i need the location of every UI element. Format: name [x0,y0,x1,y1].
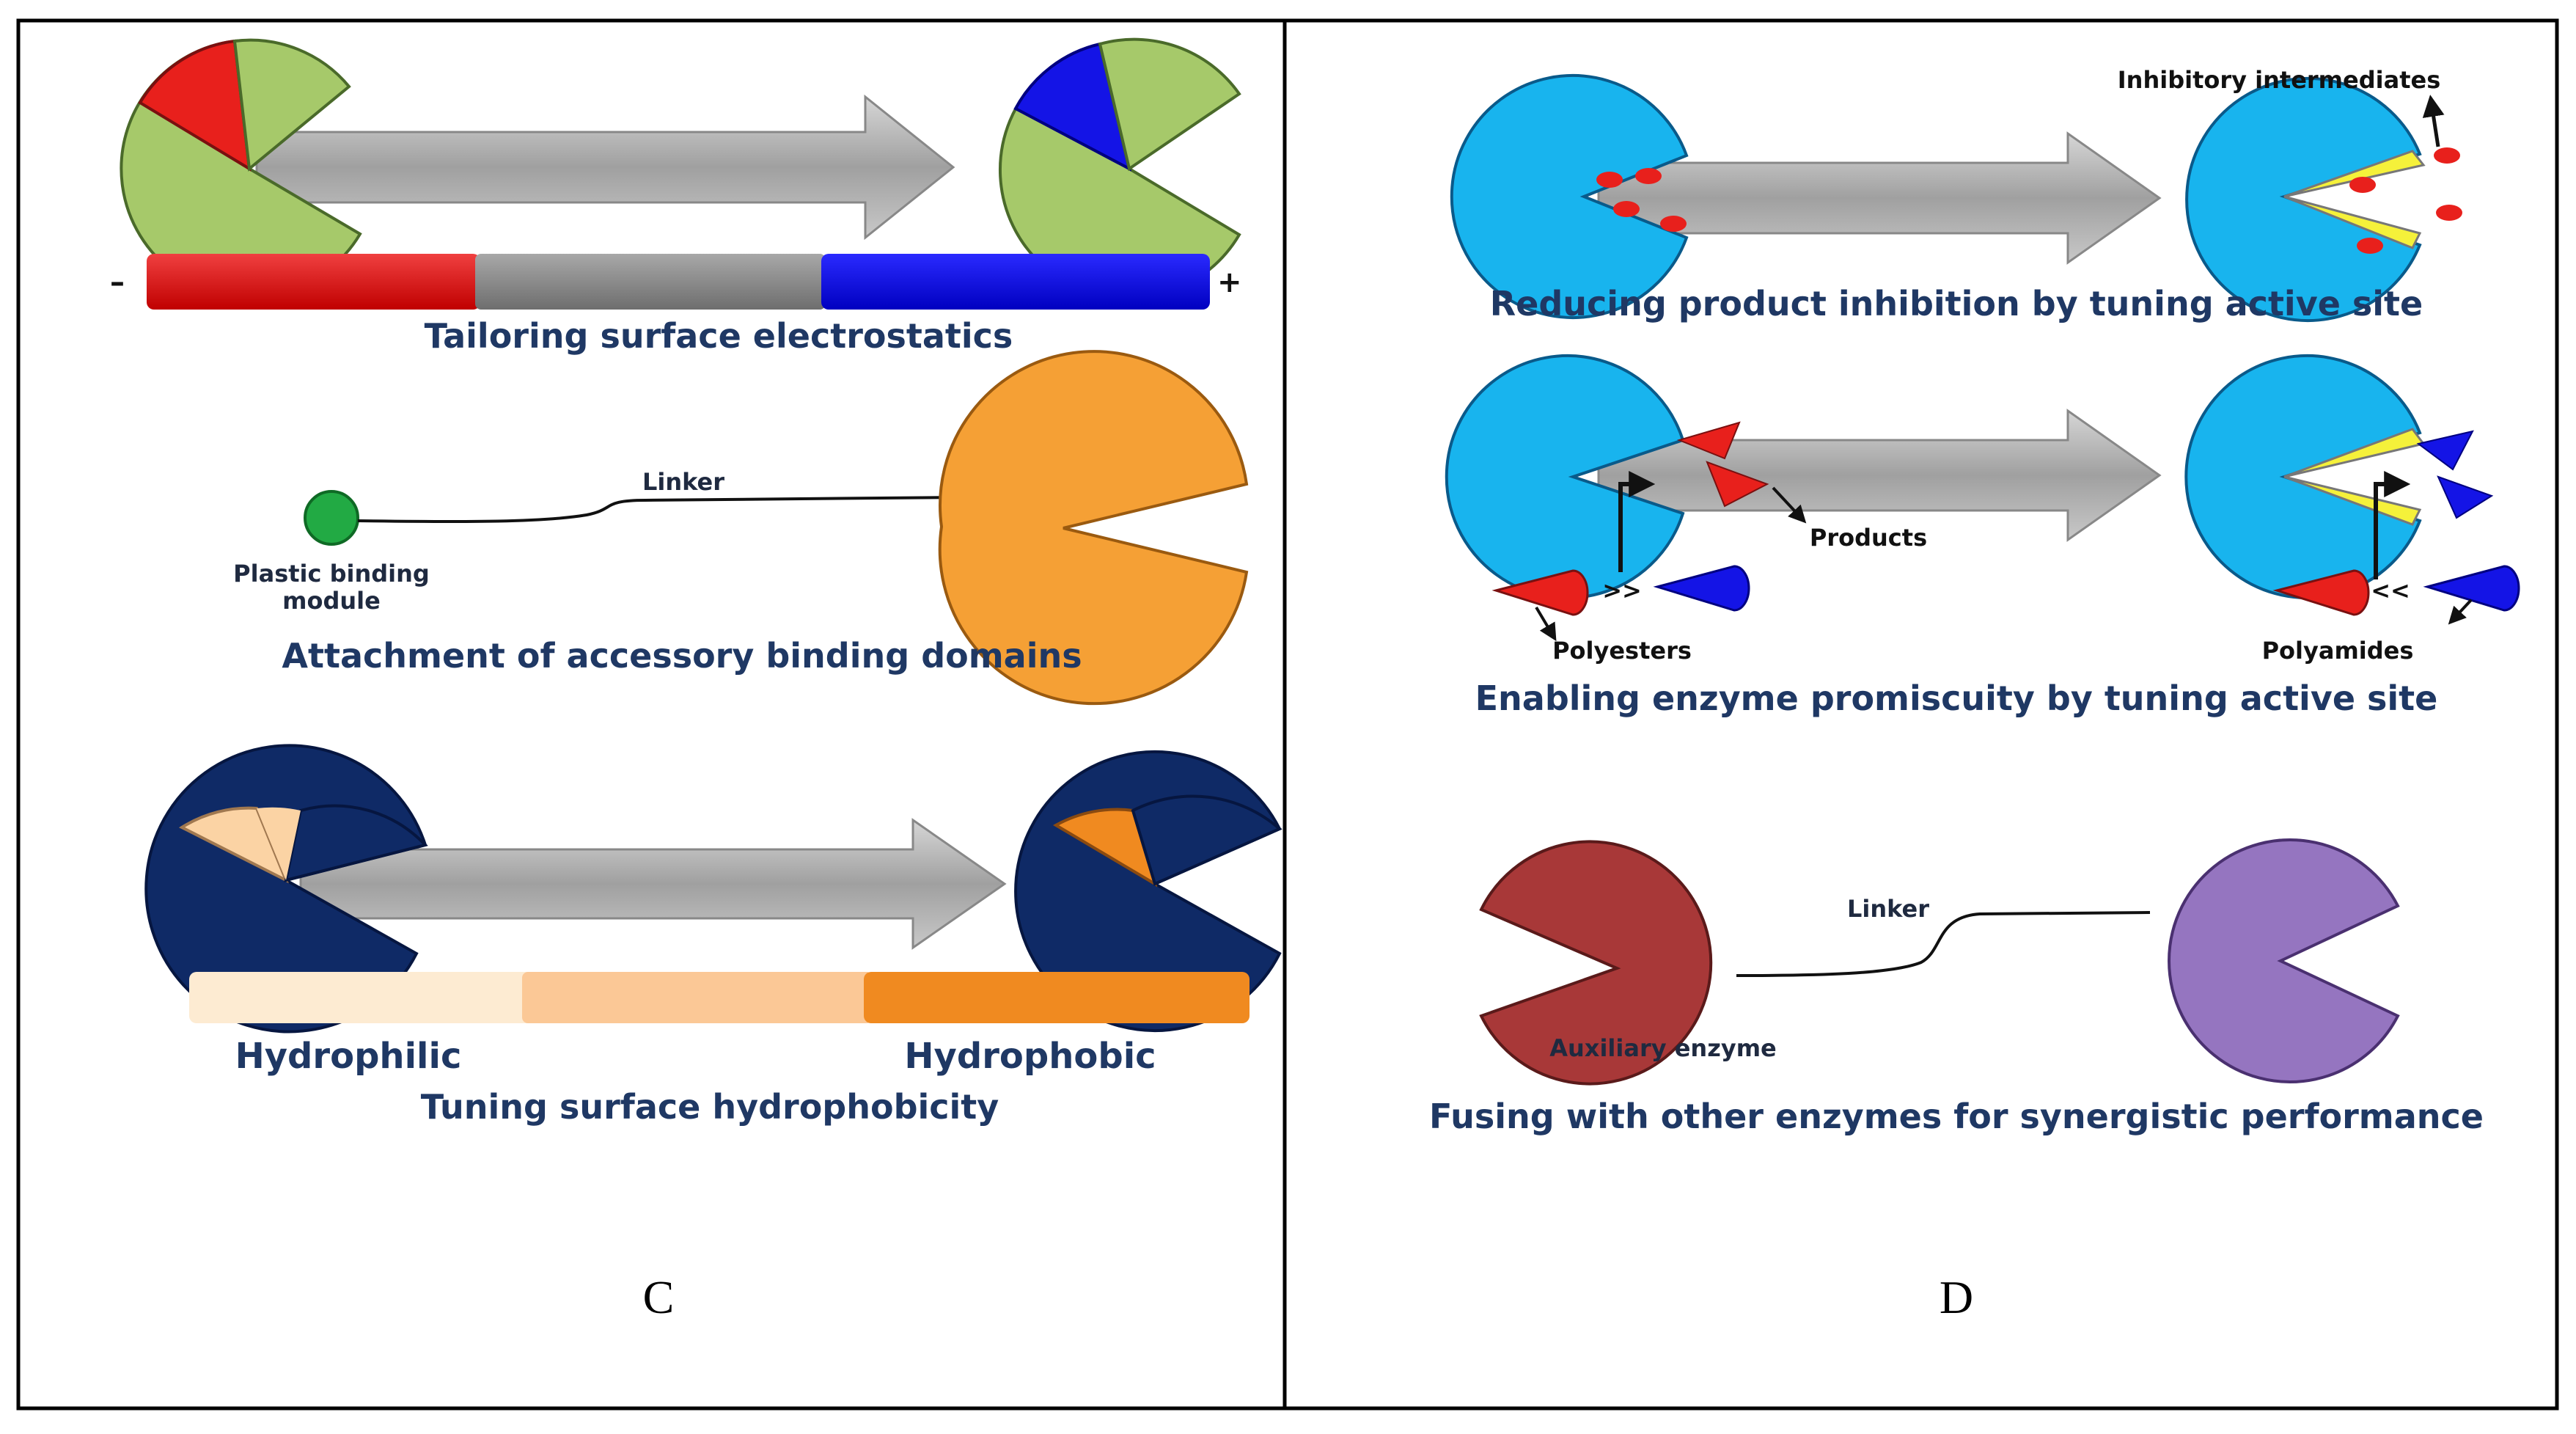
green-upper-wedge-right [1098,37,1241,172]
inhibitor-dot [2436,205,2462,221]
fusion-section: Linker Auxiliary enzyme Fusing with othe… [1429,838,2484,1136]
red-surface-patch [138,39,252,172]
peach-surface-patch [178,806,289,884]
enzyme-pacman-cyan-2-right [2184,354,2422,599]
preference-lt: << [2371,577,2410,604]
binding-section: Linker Plastic binding module Attachment… [233,349,1249,706]
yellow-active-site-upper-2 [2283,428,2426,478]
product-triangle [1706,461,1769,508]
minus-sign: – [110,266,125,299]
auxiliary-enzyme-pacman [1479,840,1713,1086]
linker-label: Linker [642,468,724,496]
linker-line [357,496,961,524]
plastic-binding-module [304,490,359,546]
enzyme-pacman-cyan-2 [1445,354,1685,599]
hydrophilic-label: Hydrophilic [235,1036,462,1077]
inhibition-section: Inhibitory intermediates Reducing produc… [1450,66,2462,323]
panel-letter-c: C [643,1271,675,1323]
hydrophobicity-title: Tuning surface hydrophobicity [421,1087,999,1127]
green-upper-wedge [232,38,351,172]
bent-arrow-2 [2374,471,2411,579]
blue-surface-patch [1013,42,1131,172]
inhibitor-dot [2349,177,2376,193]
inhibition-title: Reducing product inhibition by tuning ac… [1490,284,2423,323]
navy-upper-wedge-right [1131,794,1283,886]
panel-letter-d: D [1940,1271,1973,1323]
module-label-line2: module [282,587,381,615]
polyester-cone-red [1491,569,1589,616]
products-arrow [1772,486,1807,524]
bent-arrow [1618,471,1656,572]
module-label-line1: Plastic binding [233,560,430,588]
enzyme-pacman-cyan-right [2185,77,2422,322]
transform-arrow-4 [1597,409,2162,542]
polyamide-cone-blue [1653,565,1750,612]
polyamide-cone-blue-2 [2423,565,2520,612]
electrostatics-title: Tailoring surface electrostatics [425,316,1013,356]
hydro-bar-light [189,972,570,1023]
polyesters-label: Polyesters [1552,637,1692,665]
polyamides-label: Polyamides [2262,637,2414,665]
product-dot [1635,168,1662,184]
release-arrow [2422,95,2445,147]
linker-line-2 [1736,911,2151,977]
panel-c: – + Tailoring surface electrostatics Lin… [110,37,1283,1323]
product-dot [1596,172,1623,188]
charge-bar-neutral [475,254,826,310]
product-dot [1613,201,1640,217]
panel-d: Inhibitory intermediates Reducing produc… [1429,66,2520,1323]
yellow-active-site-lower [2283,195,2422,249]
plus-sign: + [1217,266,1242,299]
transform-arrow [255,94,955,241]
product-triangle-blue [2416,430,2474,471]
enzyme-pacman-orange [938,349,1249,706]
linker-label-2: Linker [1847,895,1929,923]
fusion-title: Fusing with other enzymes for synergisti… [1429,1097,2484,1136]
inhibitor-dot [2357,238,2383,254]
auxiliary-enzyme-label: Auxiliary enzyme [1549,1034,1776,1062]
orange-surface-patch [1052,808,1158,888]
product-triangle [1676,421,1741,460]
transform-arrow-2 [299,818,1007,950]
polyester-arrow [1535,606,1557,642]
outer-frame [16,18,2559,1411]
hydrophobicity-section: Hydrophilic Hydrophobic Tuning surface h… [144,744,1283,1127]
charge-bar-negative [147,254,480,310]
hydro-bar-dark [864,972,1250,1023]
inhibitor-dot [2434,147,2460,164]
inhibitory-intermediates-label: Inhibitory intermediates [2118,66,2440,94]
product-dot [1660,216,1687,232]
enzyme-pacman-purple [2168,838,2400,1083]
preference-gt: >> [1602,577,1642,604]
peach-wedge-fill [257,807,301,880]
charge-bar-positive [821,254,1210,310]
product-triangle-blue [2437,475,2494,519]
electrostatics-section: – + Tailoring surface electrostatics [110,37,1242,356]
promiscuity-title: Enabling enzyme promiscuity by tuning ac… [1475,678,2438,718]
polyamide-arrow [2448,599,2473,625]
hydro-bar-mid [522,972,873,1023]
polyester-cone-red-2 [2272,569,2370,616]
navy-upper-wedge [284,804,428,882]
enzyme-pacman-cyan [1450,74,1689,319]
products-label: Products [1810,524,1927,552]
yellow-active-site-lower-2 [2283,475,2422,526]
promiscuity-section: Products >> Polyesters << Polyamides Ena… [1445,354,2520,718]
binding-title: Attachment of accessory binding domains [282,636,1082,676]
hydrophobic-label: Hydrophobic [904,1036,1156,1077]
